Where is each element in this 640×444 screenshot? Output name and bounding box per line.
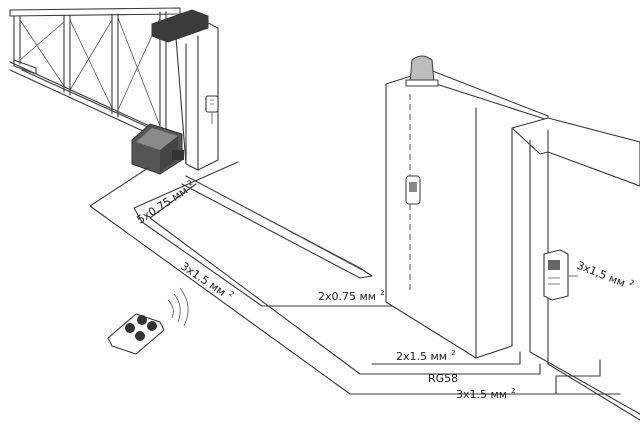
switch-cable-label: 3x1,5 мм2 — [575, 258, 635, 293]
warning-lamp-icon — [405, 55, 439, 87]
remote-control-icon — [107, 313, 165, 355]
key-switch-icon — [543, 249, 569, 301]
photocell-icon — [205, 95, 219, 124]
motor-cable-label: 5x0,75 мм2 — [134, 179, 197, 227]
radio-waves-icon — [167, 287, 189, 327]
wall-building — [385, 69, 640, 421]
gate-motor-icon — [131, 123, 184, 175]
antenna-cable-label: RG58 — [428, 372, 458, 385]
gate-post — [151, 9, 219, 171]
sliding-gate-icon — [9, 7, 181, 149]
photocell-wall-icon — [405, 175, 421, 205]
